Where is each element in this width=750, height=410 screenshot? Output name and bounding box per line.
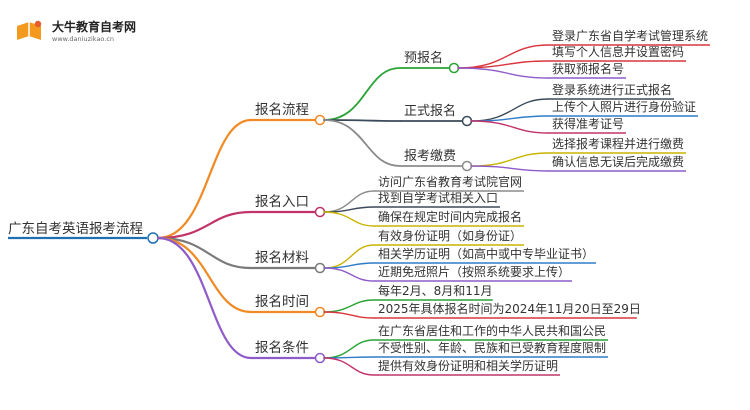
- leaf-label[interactable]: 获得准考证号: [552, 116, 624, 131]
- leaf-label[interactable]: 有效身份证明（如身份证）: [378, 228, 522, 243]
- connector-line: [323, 190, 375, 213]
- connector-line: [323, 211, 375, 227]
- connector-line: [323, 311, 375, 319]
- branch-node-circle[interactable]: [314, 206, 326, 218]
- connector-line: [470, 115, 549, 122]
- leaf-label[interactable]: 填写个人信息并设置密码: [552, 44, 684, 59]
- branch-label[interactable]: 报名流程: [255, 102, 309, 118]
- leaf-label[interactable]: 登录广东省自学考试管理系统: [552, 28, 708, 43]
- leaf-label[interactable]: 找到自学考试相关入口: [378, 190, 498, 205]
- sub-branch-label[interactable]: 预报名: [404, 50, 443, 66]
- sub-branch-node-circle[interactable]: [448, 62, 460, 74]
- connector-line: [323, 206, 375, 213]
- branch-label[interactable]: 报名材料: [255, 250, 309, 266]
- connector-line: [323, 357, 375, 376]
- sub-branch-label[interactable]: 正式报名: [404, 103, 456, 119]
- leaf-label[interactable]: 获取预报名号: [552, 61, 624, 76]
- connector-line: [323, 119, 401, 167]
- logo-url: www.daniuzikao.cn: [52, 35, 115, 43]
- branch-node-circle[interactable]: [314, 262, 326, 274]
- connector-line: [470, 152, 549, 167]
- connector-line: [457, 67, 549, 79]
- connector-line: [470, 98, 549, 122]
- branch-node-circle[interactable]: [314, 306, 326, 318]
- leaf-label[interactable]: 不受性别、年龄、民族和已受教育程度限制: [378, 340, 606, 355]
- book-icon: [17, 20, 42, 40]
- root-node-label[interactable]: 广东自考英语报考流程: [8, 220, 143, 237]
- branch-label[interactable]: 报名入口: [255, 194, 309, 210]
- branch-label[interactable]: 报名时间: [255, 294, 309, 310]
- leaf-label[interactable]: 近期免冠照片（按照系统要求上传）: [378, 264, 570, 279]
- leaf-label[interactable]: 提供有效身份证明和相关学历证明: [378, 358, 558, 373]
- leaf-label[interactable]: 确认信息无误后完成缴费: [552, 154, 684, 169]
- connector-line: [323, 244, 375, 269]
- connector-line: [156, 236, 253, 270]
- connector-line: [156, 236, 253, 314]
- connector-line: [156, 118, 253, 240]
- connector-line: [156, 210, 253, 240]
- connector-line: [323, 299, 375, 313]
- connector-line: [323, 339, 375, 359]
- connector-line: [323, 262, 375, 269]
- leaf-label[interactable]: 上传个人照片进行身份验证: [552, 99, 696, 114]
- connector-line: [323, 67, 401, 121]
- leaf-label[interactable]: 在广东省居住和工作的中华人民共和国公民: [378, 323, 606, 338]
- branch-label[interactable]: 报名条件: [255, 339, 309, 356]
- sub-branch-label[interactable]: 报考缴费: [404, 149, 456, 164]
- connector-line: [156, 236, 253, 360]
- leaf-label[interactable]: 访问广东省教育考试院官网: [378, 174, 522, 189]
- connector-line: [470, 120, 549, 134]
- connector-line: [323, 267, 375, 282]
- leaf-label[interactable]: 相关学历证明（如高中或中专毕业证书）: [378, 246, 594, 261]
- connector-line: [323, 119, 401, 122]
- logo-title: 大牛教育自考网: [52, 20, 137, 34]
- branch-node-circle[interactable]: [314, 352, 326, 364]
- leaf-label[interactable]: 确保在规定时间内完成报名: [378, 209, 522, 224]
- leaf-label[interactable]: 选择报考课程并进行缴费: [552, 136, 684, 151]
- leaf-label[interactable]: 每年2月、8月和11月: [378, 283, 493, 298]
- sub-branch-node-circle[interactable]: [461, 115, 473, 127]
- root-node-circle[interactable]: [147, 232, 159, 244]
- sub-branch-node-circle[interactable]: [461, 160, 473, 172]
- connector-line: [470, 165, 549, 172]
- leaf-label[interactable]: 2025年具体报名时间为2024年11月20日至29日: [378, 301, 641, 316]
- leaf-label[interactable]: 登录系统进行正式报名: [552, 82, 672, 97]
- site-logo[interactable]: 大牛教育自考网 www.daniuzikao.cn: [14, 16, 174, 48]
